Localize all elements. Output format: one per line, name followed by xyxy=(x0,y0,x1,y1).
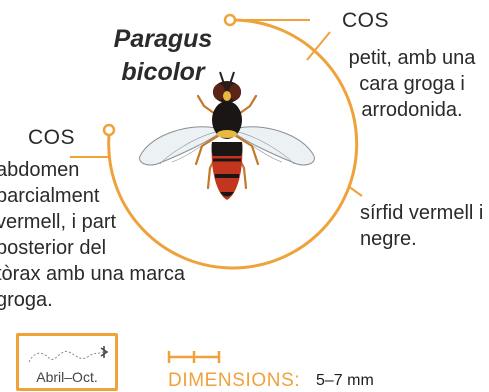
head-leader-tail xyxy=(306,31,331,61)
species-epithet: bicolor xyxy=(121,58,205,86)
dimensions-value: 5–7 mm xyxy=(316,372,374,389)
head-callout-heading: COS xyxy=(342,9,390,32)
abdomen-callout-line: groga. xyxy=(0,289,53,311)
body-callout-line: negre. xyxy=(360,228,417,250)
ruler-icon xyxy=(167,351,221,363)
flight-path-icon xyxy=(28,346,109,363)
abdomen-callout-text: abdomen parcialment vermell, i part post… xyxy=(0,157,185,313)
abdomen-connector-dot xyxy=(102,123,116,137)
abdomen-callout-line: vermell, i part xyxy=(0,211,117,233)
flight-period-box: Abril–Oct. xyxy=(16,333,118,391)
head-callout-line: cara groga i xyxy=(359,73,465,95)
head-callout-text: petit, amb una cara groga i arrodonida. xyxy=(340,45,484,123)
head-callout-line: arrodonida. xyxy=(361,99,463,121)
abdomen-callout-line: tòrax amb una marca xyxy=(0,263,185,285)
head-callout-line: petit, amb una xyxy=(348,47,476,69)
body-callout-text: sírfid vermell i negre. xyxy=(360,200,483,252)
body-leader-line xyxy=(347,185,363,197)
abdomen-callout-heading: COS xyxy=(28,126,76,149)
abdomen-callout-line: parcialment xyxy=(0,185,100,207)
insect-illustration xyxy=(139,71,315,200)
body-callout-line: sírfid vermell i xyxy=(360,202,484,224)
connector-arc xyxy=(107,18,359,270)
dimensions-label: DIMENSIONS: xyxy=(168,370,301,391)
species-name: Paragus bicolor xyxy=(98,23,228,89)
flight-period-label: Abril–Oct. xyxy=(36,369,98,385)
abdomen-callout-line: abdomen xyxy=(0,159,80,181)
genus-name: Paragus xyxy=(113,25,213,53)
abdomen-callout-line: posterior del xyxy=(0,237,107,259)
head-connector-dot xyxy=(223,13,237,27)
